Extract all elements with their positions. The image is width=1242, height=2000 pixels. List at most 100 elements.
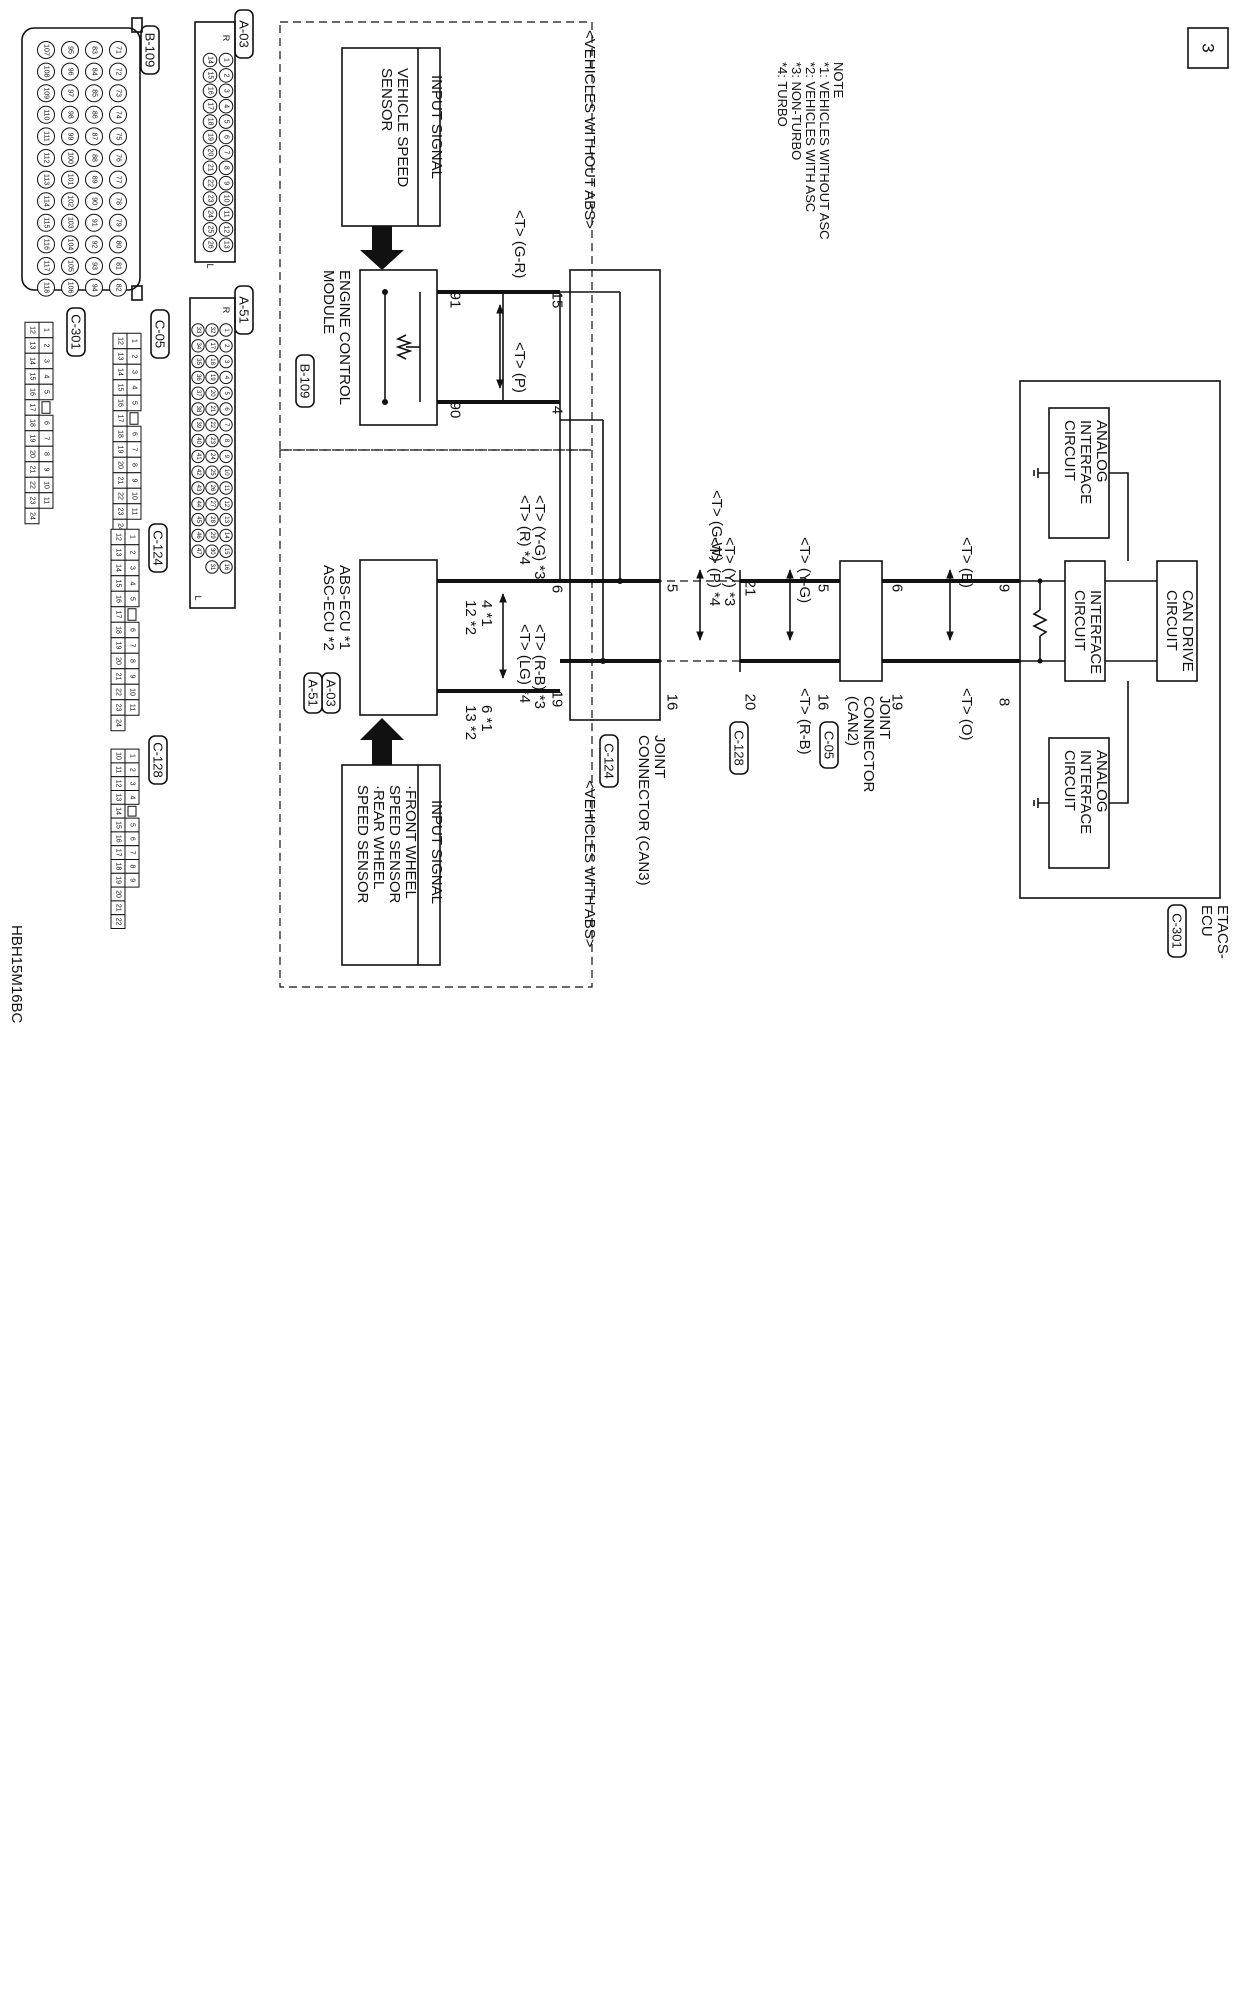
pin-label: 5	[131, 401, 138, 405]
pin-circle	[109, 278, 127, 297]
pin-label: 7	[223, 423, 229, 427]
pin-label: 19	[207, 133, 214, 141]
pin-label: 13	[115, 549, 122, 557]
pin-circle	[85, 235, 103, 254]
pin-circle	[61, 278, 79, 297]
pin-label: 6	[131, 432, 138, 436]
pin-label: 12	[223, 500, 229, 507]
etacs-ecu-name-2: ECU	[1198, 905, 1215, 937]
pin-label: 8	[223, 166, 230, 170]
pin-label: 96	[67, 68, 74, 76]
pin-circle	[61, 170, 79, 189]
pin-circle	[191, 512, 205, 527]
pin-label: 4	[223, 376, 229, 380]
pin-label: 22	[209, 421, 215, 428]
pin-label: 81	[115, 262, 122, 270]
connector-views: A-03123456789101112131415161718192021222…	[21, 9, 254, 930]
pin-label: 5	[223, 392, 229, 396]
pin-circle	[218, 175, 234, 191]
pin-label: 15	[117, 384, 124, 392]
pin-circle	[109, 213, 127, 232]
pin-circle	[191, 386, 205, 400]
pin-label: 27	[209, 500, 215, 507]
input-wss-title: INPUT SIGNAL	[428, 800, 445, 904]
pin-label: 46	[195, 532, 201, 539]
pin-label: 104	[67, 239, 74, 251]
can-trunk-c128: <T> (Y-G) <T> (R-B) 21 20 C-128 <T> (Y) …	[560, 490, 840, 775]
pin-label: 74	[115, 111, 122, 119]
pin-label: 29	[209, 532, 215, 539]
pin-label: 36	[195, 374, 201, 381]
pin-label: 21	[115, 673, 122, 681]
pin-circle	[37, 41, 55, 59]
abs-ecu-box	[359, 559, 438, 716]
pin-label: 71	[115, 46, 122, 54]
c124-label-tag	[148, 523, 168, 573]
pin-label: 15	[115, 580, 122, 588]
pin-label: 35	[195, 358, 201, 365]
pin-circle	[109, 257, 127, 275]
pin-label: 32	[209, 327, 215, 334]
pin-circle	[202, 191, 218, 206]
pin-label: 39	[195, 421, 201, 428]
pin-label: 108	[43, 66, 50, 78]
pin-circle	[61, 41, 79, 59]
pin-circle	[191, 354, 205, 369]
ecm-branch: <T> (G-R) <T> (P) 15 4 91 90 ENGINE CONT…	[295, 47, 566, 426]
pin-circle	[219, 481, 233, 495]
pin-label: 114	[43, 196, 50, 207]
analog-top-line-3: CIRCUIT	[1061, 420, 1078, 481]
c128-view-label-tag	[148, 735, 168, 785]
pin-label: 33	[195, 327, 201, 334]
wire-o-label: <T> (O)	[958, 688, 975, 741]
c301-label: C-301	[69, 314, 84, 349]
pin-label: 98	[67, 111, 74, 119]
region-without-abs-label: <VEHICLES WITHOUT ABS>	[581, 30, 598, 229]
pin-circle	[109, 149, 127, 167]
pin-label: 10	[43, 481, 50, 489]
input-vss-title: INPUT SIGNAL	[428, 75, 445, 179]
regions: <VEHICLES WITHOUT ABS> <VEHICLES WITH AB…	[279, 21, 598, 988]
pin-circle	[191, 481, 205, 495]
abs-pin-13-2: 13 *2	[462, 705, 479, 740]
pin-label: 26	[207, 241, 214, 249]
ecm-pin-4: 4	[549, 406, 566, 414]
pin-circle	[85, 84, 103, 103]
pin-label: 23	[209, 437, 215, 444]
pin-label: 14	[117, 368, 124, 376]
pin-label: 14	[223, 532, 229, 539]
pin-label: 7	[223, 150, 230, 154]
pin-circle	[61, 213, 79, 232]
region-without-abs	[279, 21, 593, 451]
pin-circle	[191, 449, 205, 464]
pin-circle	[61, 192, 79, 211]
abs-pin-6-1: 6 *1	[478, 705, 495, 732]
pin-label: 30	[209, 548, 215, 555]
pin-circle	[191, 323, 205, 337]
pin-circle	[85, 257, 103, 275]
figure-code: HBH15M16BC	[8, 925, 25, 1024]
pin-circle	[61, 84, 79, 103]
ecm-connector-tag	[295, 354, 315, 408]
pin-label: 5	[223, 120, 230, 124]
etacs-pin-8: 8	[996, 698, 1013, 706]
pin-label: 12	[29, 326, 36, 334]
pin-label: 8	[129, 659, 136, 663]
pin-circle	[191, 370, 205, 385]
input-vss-line-2: SENSOR	[378, 68, 395, 132]
pin-label: 45	[195, 516, 201, 523]
region-with-abs	[279, 449, 593, 988]
pin-label: 93	[91, 262, 98, 270]
pin-label: 22	[207, 179, 214, 187]
note-title: NOTE	[831, 62, 846, 98]
c301-label-tag	[66, 307, 86, 357]
pin-label: 16	[29, 388, 36, 396]
pin-circle	[202, 114, 218, 129]
wire-y-g-3-label: <T> (Y-G) *3	[531, 495, 548, 579]
b109-label: B-109	[143, 33, 158, 68]
can2-pin-16: 16	[815, 694, 832, 711]
pin-label: 77	[115, 176, 122, 184]
pin-label: 4	[223, 104, 230, 108]
abs-branch: <T> (Y-G) *3 <T> (R) *4 <T> (R-B) *3 <T>…	[303, 495, 566, 966]
